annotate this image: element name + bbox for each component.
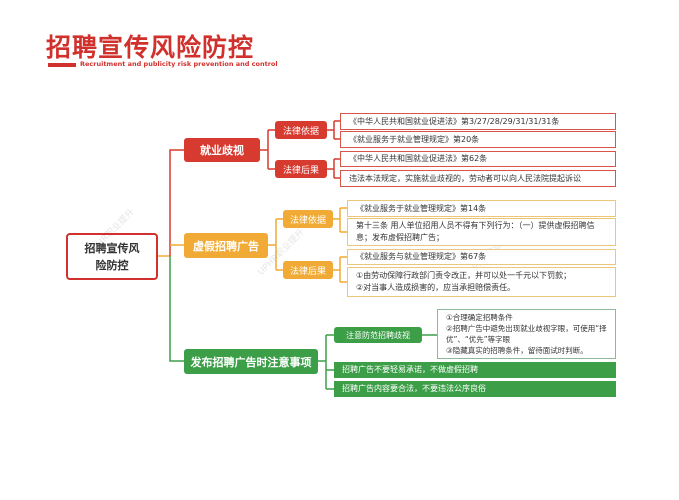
page-title: 招聘宣传风险防控: [46, 33, 255, 62]
leaf-text[interactable]: 《中华人民共和国就业促进法》第3/27/28/29/31/31/31条: [340, 113, 616, 130]
leaf-text[interactable]: 违法本法规定，实施就业歧视的，劳动者可以向人民法院提起诉讼: [340, 170, 616, 187]
node-ad-publishing-notes[interactable]: 发布招聘广告时注意事项: [184, 349, 318, 374]
node-no-false-promises[interactable]: 招聘广告不要轻易承诺，不做虚假招聘: [334, 362, 616, 378]
node-legal-consequence[interactable]: 法律后果: [283, 261, 333, 279]
leaf-text[interactable]: ①合理确定招聘条件 ②招聘广告中避免出现就业歧视字眼，可使用“择优”、“优先”等…: [437, 309, 616, 359]
node-employment-discrimination[interactable]: 就业歧视: [184, 138, 260, 162]
node-legal-content[interactable]: 招聘广告内容要合法，不要违法公序良俗: [334, 381, 616, 397]
leaf-text[interactable]: 《中华人民共和国就业促进法》第62条: [340, 151, 616, 167]
node-legal-basis[interactable]: 法律依据: [275, 121, 327, 139]
page-subtitle: Recruitment and publicity risk preventio…: [80, 60, 278, 68]
root-node[interactable]: 招聘宣传风险防控: [66, 233, 158, 280]
leaf-text[interactable]: 《就业服务于就业管理规定》第20条: [340, 131, 616, 148]
leaf-text[interactable]: 《就业服务与就业管理规定》第67条: [347, 249, 616, 265]
node-legal-basis[interactable]: 法律依据: [283, 210, 333, 228]
title-accent-bar: [48, 63, 76, 67]
leaf-text[interactable]: 《就业服务于就业管理规定》第14条: [347, 200, 616, 217]
node-false-recruitment-ad[interactable]: 虚假招聘广告: [184, 233, 268, 258]
node-prevent-discrimination[interactable]: 注意防范招聘歧视: [334, 327, 422, 343]
leaf-text[interactable]: 第十三条 用人单位招用人员不得有下列行为：（一）提供虚假招聘信息；发布虚假招聘广…: [347, 218, 616, 246]
node-legal-consequence[interactable]: 法律后果: [275, 160, 327, 178]
leaf-text[interactable]: ①由劳动保障行政部门责令改正，并可以处一千元以下罚款； ②对当事人造成损害的，应…: [347, 267, 616, 297]
